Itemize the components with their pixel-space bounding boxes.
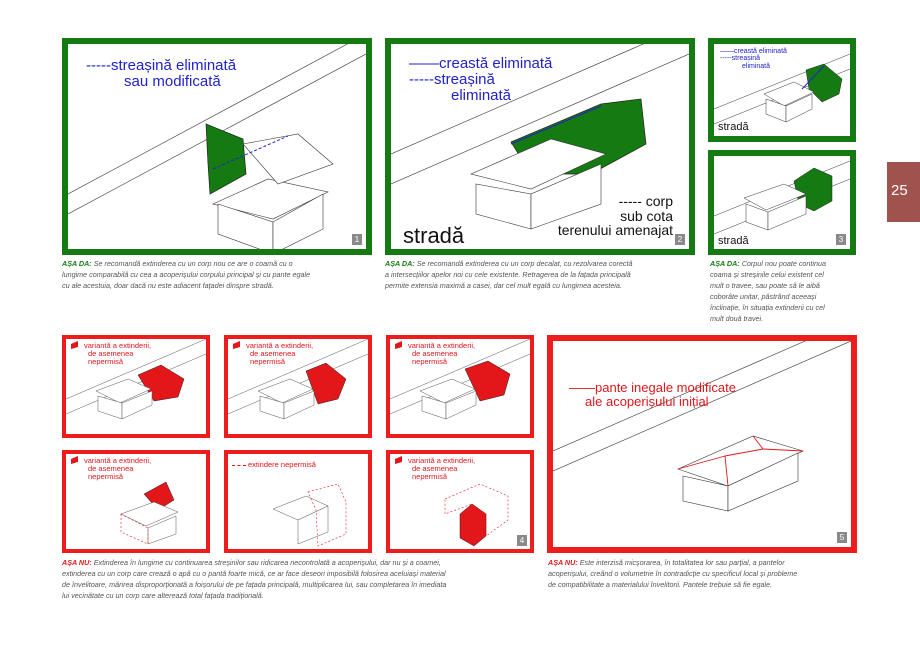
red-panel-1-variant-line1: variantă a extinderii, xyxy=(84,341,152,350)
caption-1-head: AȘA DA: xyxy=(62,259,92,268)
caption-5-line3: de compatibilitate a materialului înveli… xyxy=(548,580,773,589)
panel-1-drawing xyxy=(68,44,366,249)
red-panel-3-variant-line3: nepermisă xyxy=(412,356,448,366)
panel-2-street: stradă xyxy=(403,223,465,248)
panel-2-corp-line1: ----- corp xyxy=(618,193,673,209)
panel-5-drawing xyxy=(553,341,851,512)
panel-3-number: 3 xyxy=(836,234,846,245)
panel-2-number: 2 xyxy=(675,234,685,245)
dashed-line-icon xyxy=(232,464,246,466)
red-panel-2-variant-line3: nepermisă xyxy=(250,356,286,366)
caption-5-line1: Este interzisă micșorarea, în totalitate… xyxy=(579,558,785,567)
panel-5-legend-line2: ale acoperișului inițial xyxy=(585,393,709,409)
panel-5-legend-line1: ——pante inegale modificate xyxy=(569,380,736,395)
caption-4: AȘA NU: Extinderea în lungime cu continu… xyxy=(62,557,542,601)
red-panel-4-variant-line3: nepermisă xyxy=(88,471,124,481)
red-panel-6-variant-line2: de asemenea xyxy=(412,463,458,473)
panel-3a-legend-line3: eliminată xyxy=(742,62,771,70)
panel-1-number: 1 xyxy=(352,234,362,245)
red-panel-4-drawing xyxy=(71,456,179,545)
red-panel-5: extindere nepermisă xyxy=(224,450,372,553)
red-panel-2: variantă a extinderii, de asemenea neper… xyxy=(224,335,372,438)
caption-3-line2: coama și streșinile celui existent cel xyxy=(710,270,824,279)
red-panel-6: variantă a extinderii, de asemenea neper… xyxy=(386,450,534,553)
panel-2: ——creastă eliminată -----streașină elimi… xyxy=(385,38,695,255)
caption-3-head: AȘA DA: xyxy=(710,259,740,268)
red-panel-4: variantă a extinderii, de asemenea neper… xyxy=(62,450,210,553)
red-panel-3-variant-line1: variantă a extinderii, xyxy=(408,341,476,350)
panel-1-legend-line2: sau modificată xyxy=(124,72,221,90)
red-panel-1: variantă a extinderii, de asemenea neper… xyxy=(62,335,210,438)
panel-3a-legend-line2: -----streașină xyxy=(720,55,761,63)
panel-2-legend-line2: -----streașină xyxy=(409,70,495,88)
caption-1-line3: cu ale acestuia, doar dacă nu este adiac… xyxy=(62,281,274,290)
panel-2-corp-line3: terenului amenajat xyxy=(557,222,673,239)
red-panel-6-variant-line1: variantă a extinderii, xyxy=(408,456,476,465)
red-panel-3-variant-line2: de asemenea xyxy=(412,348,458,358)
red-panel-2-variant-line2: de asemenea xyxy=(250,348,296,358)
red-panel-5-drawing xyxy=(272,483,347,547)
red-panel-1-drawing xyxy=(66,339,206,420)
caption-4-line3: de învelitoare, mărirea disproporționată… xyxy=(62,580,447,589)
panel-4-number: 4 xyxy=(517,535,527,546)
caption-1-line1: Se recomandă extinderea cu un corp nou c… xyxy=(93,259,293,268)
caption-3-line4: coborâte unitar, păstrând aceeași xyxy=(710,292,817,301)
caption-5: AȘA NU: Este interzisă micșorarea, în to… xyxy=(548,557,863,590)
caption-3-line1: Corpul nou poate continua xyxy=(741,259,827,268)
red-panel-4-variant-line2: de asemenea xyxy=(88,463,134,473)
panel-1: -----streașină eliminată sau modificată … xyxy=(62,38,372,255)
panel-3a-street: stradă xyxy=(718,121,749,133)
caption-4-line1: Extinderea în lungime cu continuarea str… xyxy=(93,558,441,567)
caption-1: AȘA DA: Se recomandă extinderea cu un co… xyxy=(62,258,374,291)
caption-5-head: AȘA NU: xyxy=(548,558,578,567)
red-panel-1-variant-line3: nepermisă xyxy=(88,356,124,366)
panel-3b-street: stradă xyxy=(718,235,749,247)
caption-2-line3: permite extensia maximă a casei, dar cel… xyxy=(385,281,622,290)
panel-3b: stradă 3 xyxy=(708,150,856,255)
panel-2-corp-line2: sub cota xyxy=(620,207,673,224)
caption-3-line6: mult două travei. xyxy=(710,314,764,323)
panel-5-number: 5 xyxy=(837,532,847,543)
red-panel-3-drawing xyxy=(390,339,530,420)
panel-3a-legend-line1: ——creastă eliminată xyxy=(720,48,787,55)
page-number-tab: 25 xyxy=(887,162,920,222)
caption-2-line1: Se recomandă extinderea cu un corp decal… xyxy=(416,259,633,268)
page-number: 25 xyxy=(891,182,908,199)
panel-3a: ——creastă eliminată -----streașină elimi… xyxy=(708,38,856,142)
red-panel-3: variantă a extinderii, de asemenea neper… xyxy=(386,335,534,438)
red-panel-1-variant-line2: de asemenea xyxy=(88,348,134,358)
red-panel-6-drawing xyxy=(395,456,509,547)
caption-4-head: AȘA NU: xyxy=(62,558,92,567)
panel-2-drawing xyxy=(391,44,689,230)
caption-2-head: AȘA DA: xyxy=(385,259,415,268)
panel-2-legend-line1: ——creastă eliminată xyxy=(409,55,553,72)
red-panel-5-extindere: extindere nepermisă xyxy=(248,460,316,469)
caption-3: AȘA DA: Corpul nou poate continua coama … xyxy=(710,258,860,324)
panel-1-legend-line1: -----streașină eliminată xyxy=(86,57,237,74)
red-panel-2-variant-line1: variantă a extinderii, xyxy=(246,341,314,350)
caption-3-line5: înclinație, în situația extinderii cu ce… xyxy=(710,303,825,312)
caption-2-line2: a intersecțiilor apelor noi cu cele exis… xyxy=(385,270,631,279)
caption-5-line2: acoperișului, creând o volumetrie în con… xyxy=(548,569,798,578)
caption-2: AȘA DA: Se recomandă extinderea cu un co… xyxy=(385,258,697,291)
caption-4-line2: extinderea cu un corp care crează o apă … xyxy=(62,569,446,578)
caption-4-line4: lui vecinătate cu un corp care alterează… xyxy=(62,591,264,600)
caption-1-line2: lungime comparabilă cu cea a acoperișulu… xyxy=(62,270,311,279)
panel-2-legend-line3: eliminată xyxy=(451,86,512,104)
red-panel-6-variant-line3: nepermisă xyxy=(412,471,448,481)
panel-3a-drawing xyxy=(714,53,850,125)
red-panel-4-variant-line1: variantă a extinderii, xyxy=(84,456,152,465)
panel-3b-drawing xyxy=(714,160,850,235)
red-panel-2-drawing xyxy=(228,339,368,420)
panel-5: ——pante inegale modificate ale acoperișu… xyxy=(547,335,857,553)
caption-3-line3: mult o travee, sau poate să le aibă xyxy=(710,281,820,290)
